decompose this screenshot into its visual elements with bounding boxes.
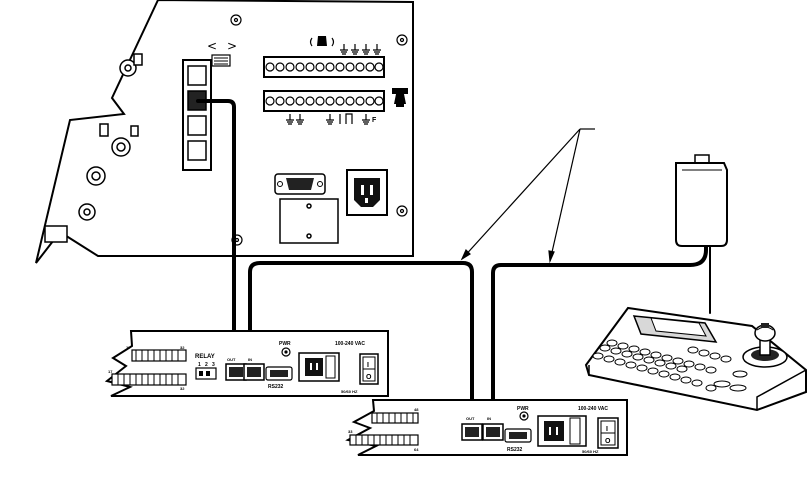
- hub1-port-in[interactable]: [243, 363, 265, 381]
- ground-icon: [340, 44, 381, 55]
- hub1-relay-number-3: 3: [212, 362, 215, 368]
- ground-icon: [286, 114, 370, 125]
- cable-hub1-to-hub2: [248, 261, 474, 438]
- hub1-rs232-port[interactable]: [265, 366, 293, 381]
- hub1-pwr-label: PWR: [279, 341, 291, 347]
- hub2-switch-off-label: O: [605, 438, 611, 445]
- blank-cover-plate: [279, 198, 339, 244]
- hub1-terminal-strip-bottom[interactable]: [111, 373, 187, 386]
- hub1-port-out[interactable]: [225, 363, 247, 381]
- cable-keyboard-to-hub2: [491, 230, 708, 438]
- hub1-switch-off-label: O: [366, 374, 372, 381]
- hub1-voltage-label: 100-240 VAC: [335, 341, 365, 347]
- hub1-relay-number-2: 2: [205, 362, 208, 368]
- hub2-power-inlet[interactable]: [537, 415, 587, 447]
- recorder-rear-panel: < >: [35, 0, 414, 264]
- arrow-left-icon: <: [207, 39, 217, 53]
- hub2-rs232-label: RS232: [507, 447, 523, 453]
- hub2-power-led: [519, 411, 529, 421]
- serial-port-db9[interactable]: [274, 173, 326, 195]
- hub2-voltage-label: 100-240 VAC: [578, 406, 608, 412]
- hub1-terminal-strip-top[interactable]: [131, 349, 187, 362]
- camera-icon: [392, 88, 408, 107]
- hub2-port-out-label: OUT: [466, 416, 475, 421]
- hub2-terminal-strip-bottom[interactable]: [349, 434, 419, 446]
- hub2-pwr-label: PWR: [517, 406, 529, 412]
- bnc-connectors: [44, 53, 143, 243]
- hub1-switch-on-label: I: [367, 362, 369, 369]
- speaker-alarm-icon: [309, 36, 335, 47]
- hub1-terminal-number-bottom-left: 17: [108, 369, 113, 374]
- hub1-terminal-number-top-left: 17: [126, 345, 131, 350]
- hub1-power-inlet[interactable]: [298, 352, 340, 382]
- joystick: [742, 323, 788, 368]
- hub-1: 17 32 17 32 RELAY 1 2 3 OUT IN PWR: [104, 330, 389, 397]
- power-socket[interactable]: [346, 169, 388, 216]
- hub1-power-led: [281, 347, 291, 357]
- arrow-right-icon: >: [227, 39, 237, 53]
- hub1-relay-title: RELAY: [195, 354, 215, 360]
- joystick-keyboard-icon: [584, 306, 807, 412]
- cables: [196, 99, 711, 438]
- hub2-port-out[interactable]: [461, 423, 483, 441]
- hub1-rs232-label: RS232: [268, 384, 284, 390]
- hub2-port-in[interactable]: [482, 423, 504, 441]
- hub1-relay-number-1: 1: [198, 362, 201, 368]
- rj45-port-block[interactable]: [182, 59, 212, 171]
- ground-letter: F: [372, 117, 377, 124]
- recorder-panel-outline: [35, 0, 414, 264]
- hub2-terminal-strip-top[interactable]: [371, 412, 419, 424]
- hub1-power-switch[interactable]: [359, 353, 379, 385]
- relay-contact-icon: [345, 113, 353, 124]
- wall-adapter-icon: [675, 154, 728, 247]
- hub2-switch-on-label: I: [606, 426, 608, 433]
- terminal-block-top[interactable]: [263, 56, 385, 78]
- hub1-terminal-number-top-right: 32: [180, 345, 185, 350]
- hub-2: 48 33 64 OUT IN PWR RS232 100-240 VAC: [345, 399, 628, 456]
- hub2-port-in-label: IN: [487, 416, 491, 421]
- terminal-block-bottom[interactable]: [263, 90, 385, 112]
- hub2-rs232-port[interactable]: [504, 428, 532, 443]
- hub1-relay-terminal[interactable]: [195, 367, 217, 380]
- hub1-port-out-label: OUT: [227, 357, 236, 362]
- cable-recorder-to-hub1: [196, 99, 236, 374]
- hub2-frequency-label: 50/60 HZ: [582, 449, 599, 454]
- hub2-terminal-number-top-right: 48: [414, 407, 419, 412]
- hub2-terminal-number-bottom-left: 33: [348, 429, 353, 434]
- hub2-terminal-number-bottom-right: 64: [414, 447, 419, 452]
- hub1-terminal-number-bottom-right: 32: [180, 386, 185, 391]
- hub2-power-switch[interactable]: [597, 417, 619, 449]
- hub1-frequency-label: 50/60 HZ: [341, 389, 358, 394]
- callout-lines: [460, 128, 595, 264]
- hub1-port-in-label: IN: [248, 357, 252, 362]
